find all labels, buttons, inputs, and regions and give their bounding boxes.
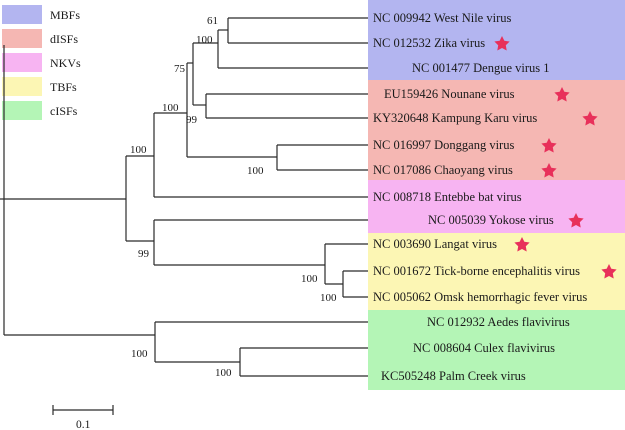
legend-item-cisfs: cISFs: [2, 101, 78, 120]
bootstrap-value: 100: [301, 273, 318, 285]
taxon-label: NC 005062 Omsk hemorrhagic fever virus: [373, 290, 587, 304]
legend-item-tbfs: TBFs: [2, 77, 77, 96]
taxon-label: NC 008604 Culex flavivirus: [413, 341, 555, 355]
legend-swatch: [2, 53, 42, 72]
legend-swatch: [2, 5, 42, 24]
legend-swatch: [2, 29, 42, 48]
star-icon: [582, 111, 598, 126]
star-icon: [514, 237, 530, 252]
bootstrap-value: 100: [215, 367, 232, 379]
branches: [0, 17, 368, 377]
taxon-label: NC 003690 Langat virus: [373, 237, 497, 251]
legend-label: MBFs: [50, 8, 80, 22]
bootstrap-value: 100: [196, 34, 213, 46]
bootstrap-values: 61 100 75 100 99 100 100 99 100 100 100 …: [130, 15, 337, 379]
star-icon: [494, 36, 510, 51]
taxon-label: NC 001477 Dengue virus 1: [412, 61, 550, 75]
legend-label: cISFs: [50, 104, 78, 118]
legend-item-mbfs: MBFs: [2, 5, 80, 24]
taxon-label: NC 009942 West Nile virus: [373, 11, 511, 25]
star-icon: [541, 163, 557, 178]
bootstrap-value: 100: [320, 292, 337, 304]
taxon-label: NC 012532 Zika virus: [373, 36, 485, 50]
bootstrap-value: 99: [138, 248, 150, 260]
star-icon: [601, 264, 617, 279]
taxon-label: KY320648 Kampung Karu virus: [373, 111, 537, 125]
band-disfs: [368, 80, 625, 180]
scale-bar-label: 0.1: [76, 419, 91, 430]
legend-swatch: [2, 101, 42, 120]
band-mbfs: [368, 0, 625, 80]
bootstrap-value: 100: [131, 348, 148, 360]
taxon-label: NC 017086 Chaoyang virus: [373, 163, 513, 177]
bootstrap-value: 100: [247, 165, 264, 177]
scale-bar: 0.1: [52, 405, 114, 430]
star-markers: [494, 36, 617, 279]
taxon-label: KC505248 Palm Creek virus: [381, 369, 526, 383]
taxon-labels: NC 009942 West Nile virus NC 012532 Zika…: [373, 11, 587, 383]
taxon-label: EU159426 Nounane virus: [384, 87, 515, 101]
band-nkvs: [368, 180, 625, 233]
legend-label: NKVs: [50, 56, 81, 70]
group-bands: [368, 0, 625, 390]
taxon-label: NC 016997 Donggang virus: [373, 138, 514, 152]
legend-item-nkvs: NKVs: [2, 53, 81, 72]
band-cisfs: [368, 310, 625, 390]
taxon-label: NC 001672 Tick-borne encephalitis virus: [373, 264, 580, 278]
bootstrap-value: 100: [130, 144, 147, 156]
taxon-label: NC 012932 Aedes flavivirus: [427, 315, 570, 329]
legend: MBFs dISFs NKVs TBFs cISFs: [2, 5, 81, 120]
star-icon: [568, 213, 584, 228]
taxon-label: NC 005039 Yokose virus: [428, 213, 554, 227]
legend-label: dISFs: [50, 32, 78, 46]
bootstrap-value: 61: [207, 15, 218, 27]
bootstrap-value: 99: [186, 114, 198, 126]
legend-label: TBFs: [50, 80, 77, 94]
legend-item-disfs: dISFs: [2, 29, 78, 48]
band-tbfs: [368, 233, 625, 310]
star-icon: [541, 138, 557, 153]
bootstrap-value: 100: [162, 102, 179, 114]
legend-swatch: [2, 77, 42, 96]
star-icon: [554, 87, 570, 102]
taxon-label: NC 008718 Entebbe bat virus: [373, 190, 522, 204]
bootstrap-value: 75: [174, 63, 186, 75]
